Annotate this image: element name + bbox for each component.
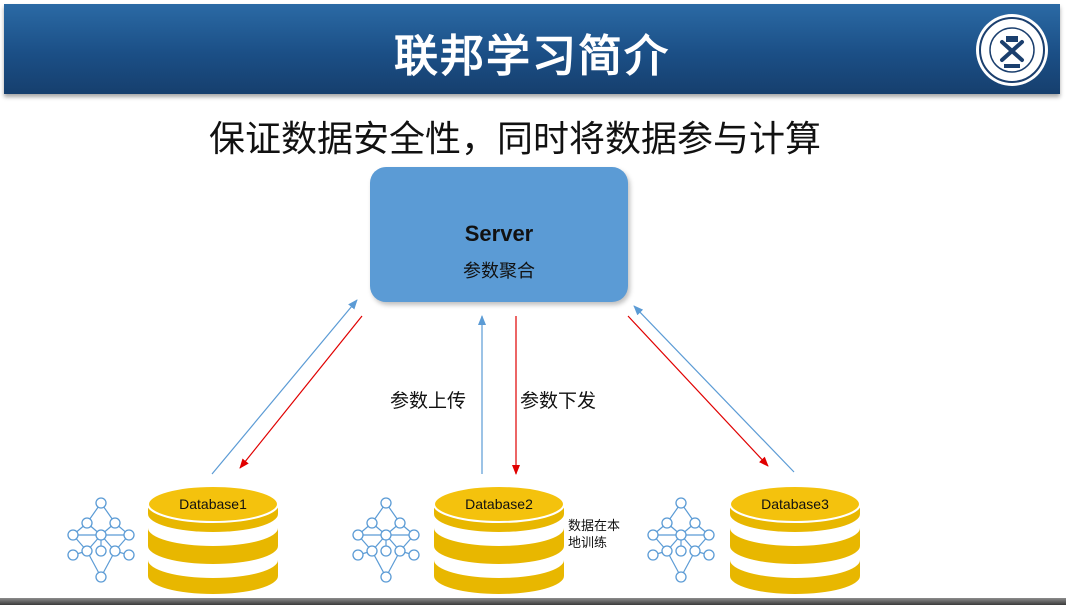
server-node: Server 参数聚合 [370,167,628,302]
local-training-note-line1: 数据在本 [568,519,621,534]
page-title: 联邦学习简介 [394,31,670,82]
database-label-3: Database3 [761,496,829,512]
upload-arrow-1 [211,299,358,475]
local-training-note: 数据在本 地训练 [568,518,638,552]
database-label-1: Database1 [179,496,247,512]
footer-divider [0,598,1066,605]
database-label-2: Database2 [465,496,533,512]
university-seal-icon [976,14,1048,86]
upload-label: 参数上传 [390,390,467,412]
neural-network-icon [352,497,420,583]
upload-arrow-3 [633,305,795,473]
slide-subtitle: 保证数据安全性，同时将数据参与计算 [208,119,821,160]
server-subtitle: 参数聚合 [463,261,535,282]
header-banner: 联邦学习简介 [4,4,1060,94]
local-training-note-line2: 地训练 [568,536,608,551]
neural-network-icon [67,497,135,583]
neural-network-icon [647,497,715,583]
server-title: Server [464,221,534,246]
download-label: 参数下发 [520,390,597,412]
download-arrow-1 [239,315,363,469]
download-arrow-3 [627,315,769,467]
